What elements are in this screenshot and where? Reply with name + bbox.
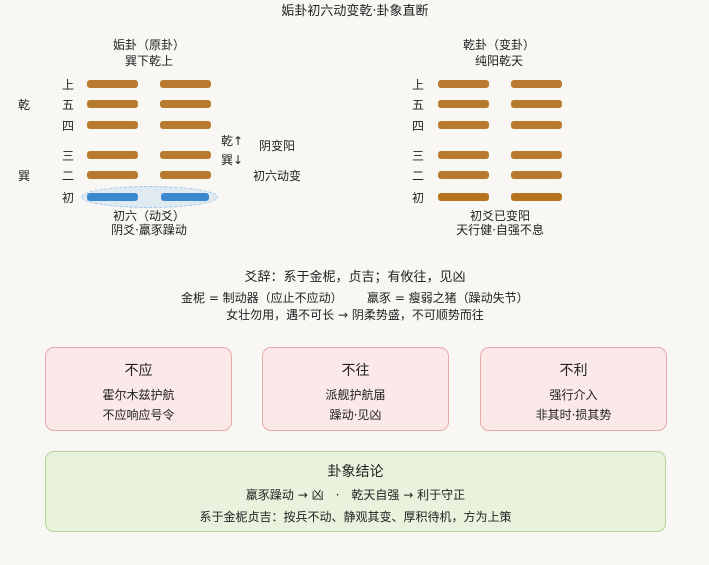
yang-line-segment: [438, 151, 489, 159]
yang-line-segment: [438, 193, 489, 201]
trigram-upper-label: 乾: [18, 98, 31, 112]
line-position-label: 二: [62, 169, 75, 183]
card-line: 强行介入: [549, 388, 598, 402]
yang-line-segment: [160, 171, 211, 179]
right-note: 初爻已变阳: [469, 209, 531, 223]
right-note-sub: 天行健·自强不息: [456, 223, 544, 237]
line-position-label: 二: [412, 169, 425, 183]
upper-trigram-arrow: 乾↑: [221, 134, 244, 148]
moving-line-sub: 阴爻·羸豕躁动: [111, 223, 187, 237]
yang-line-segment: [511, 193, 562, 201]
card-title: 不利: [559, 363, 588, 379]
jinni-note: 金柅 = 制动器（应止不应动）: [181, 291, 343, 305]
left-hexagram-sub: 巽下乾上: [124, 54, 174, 68]
moving-line-left-segment: [87, 193, 138, 201]
yang-line-segment: [87, 121, 138, 129]
card-title: 不往: [341, 363, 370, 379]
left-hexagram-name: 姤卦（原卦）: [112, 38, 186, 52]
yang-line-segment: [438, 80, 489, 88]
moving-label: 初六动变: [253, 169, 302, 183]
yang-line-segment: [87, 100, 138, 108]
line-position-label: 上: [412, 78, 425, 92]
yang-line-segment: [511, 121, 562, 129]
line-position-label: 三: [412, 149, 425, 163]
yang-line-segment: [511, 80, 562, 88]
moving-line-highlight: [81, 186, 218, 208]
yang-line-segment: [87, 80, 138, 88]
card-line: 躁动·见凶: [329, 408, 382, 422]
yang-line-segment: [511, 151, 562, 159]
yang-line-segment: [160, 151, 211, 159]
line-position-label: 初: [412, 191, 425, 205]
moving-line-right-segment: [161, 193, 209, 201]
line-position-label: 五: [412, 98, 425, 112]
yang-line-segment: [160, 80, 211, 88]
conclusion-line-2: 系于金柅贞吉：按兵不动、静观其变、厚积待机，方为上策: [199, 510, 512, 524]
card-line: 霍尔木兹护航: [102, 388, 175, 402]
yang-line-segment: [438, 121, 489, 129]
line-position-label: 上: [62, 78, 75, 92]
line-position-label: 四: [62, 119, 75, 133]
change-label: 阴变阳: [259, 139, 296, 153]
yang-line-segment: [438, 100, 489, 108]
card-bu-wang: 不往 派舰护航届 躁动·见凶: [262, 347, 449, 431]
line-position-label: 四: [412, 119, 425, 133]
yao-text: 爻辞：系于金柅，贞吉；有攸往，见凶: [244, 270, 466, 285]
card-line: 派舰护航届: [325, 388, 386, 402]
conclusion-title: 卦象结论: [327, 464, 384, 480]
yang-line-segment: [511, 100, 562, 108]
line-position-label: 五: [62, 98, 75, 112]
yang-line-segment: [87, 171, 138, 179]
card-bu-li: 不利 强行介入 非其时·损其势: [480, 347, 667, 431]
moving-line-label: 初六（动爻）: [112, 209, 186, 223]
yang-line-segment: [438, 171, 489, 179]
interpretation-note: 女壮勿用，遇不可长 → 阴柔势盛，不可顺势而往: [226, 308, 484, 322]
line-position-label: 初: [62, 191, 75, 205]
right-hexagram-sub: 纯阳乾天: [474, 54, 524, 68]
yang-line-segment: [160, 100, 211, 108]
trigram-lower-label: 巽: [18, 169, 31, 183]
conclusion-box: 卦象结论 羸豕躁动 → 凶 · 乾天自强 → 利于守正 系于金柅贞吉：按兵不动、…: [45, 451, 666, 532]
card-bu-ying: 不应 霍尔木兹护航 不应响应号令: [45, 347, 232, 431]
leishi-note: 羸豕 = 瘦弱之猪（躁动失节）: [367, 291, 529, 305]
lower-trigram-arrow: 巽↓: [221, 153, 244, 167]
yang-line-segment: [511, 171, 562, 179]
line-position-label: 三: [62, 149, 75, 163]
card-line: 不应响应号令: [102, 408, 175, 422]
yang-line-segment: [160, 121, 211, 129]
page-title: 姤卦初六动变乾·卦象直断: [281, 4, 429, 19]
card-line: 非其时·损其势: [535, 408, 612, 422]
conclusion-line-1: 羸豕躁动 → 凶 · 乾天自强 → 利于守正: [245, 488, 466, 502]
yang-line-segment: [87, 151, 138, 159]
right-hexagram-name: 乾卦（变卦）: [462, 38, 536, 52]
card-title: 不应: [124, 363, 153, 379]
